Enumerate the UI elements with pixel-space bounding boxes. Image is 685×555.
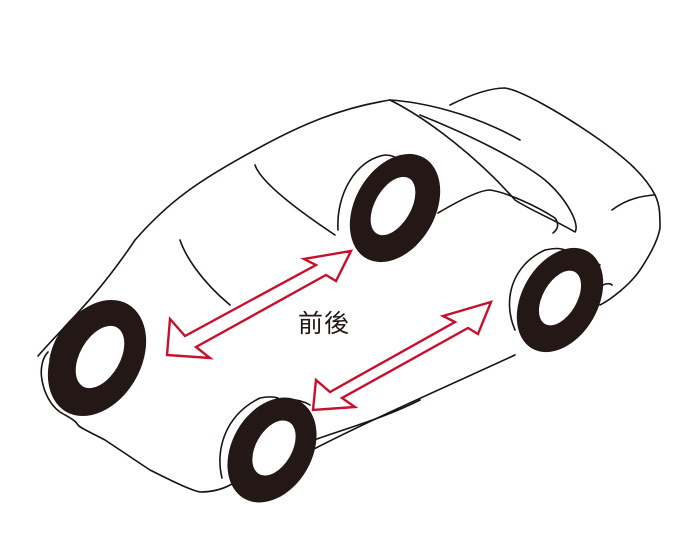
rear-right-wheel (508, 247, 604, 353)
front-wheels-arrow (165, 249, 354, 360)
front-right-wheel (337, 153, 441, 263)
rear-left-wheel (219, 396, 317, 503)
rear-wheels-arrow (311, 300, 494, 412)
front-rear-label: 前後 (298, 309, 351, 338)
front-left-wheel (47, 299, 147, 417)
